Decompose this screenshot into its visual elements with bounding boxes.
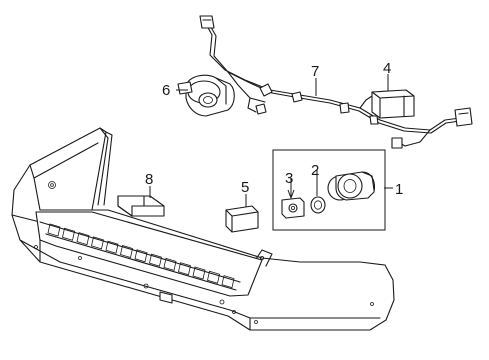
- callout-3: 3: [285, 170, 293, 187]
- step-pad-rib: [221, 275, 235, 289]
- step-pad-rib: [207, 270, 220, 284]
- step-pad: [35, 211, 263, 297]
- step-pad-rib: [120, 244, 133, 259]
- step-pad-rib: [192, 266, 206, 280]
- step-pad-rib: [134, 249, 148, 263]
- wiring-harness: [199, 15, 473, 149]
- sensor-kit-box: [272, 149, 386, 231]
- step-pad-rib: [163, 257, 177, 271]
- callout-2: 2: [311, 162, 319, 179]
- sensor-cover: [225, 205, 259, 233]
- sensor-bracket: [117, 195, 165, 217]
- step-pad-rib: [76, 232, 90, 246]
- park-assist-sensor: [327, 171, 376, 201]
- step-pad-rib: [149, 253, 162, 267]
- step-pad-rib: [47, 223, 61, 237]
- step-pad-rib: [178, 262, 191, 276]
- rear-bumper-fascia: [11, 127, 395, 331]
- sensor-ring: [310, 196, 326, 214]
- step-pad-ribs: [47, 223, 235, 289]
- callout-7: 7: [311, 63, 319, 80]
- leader-lines: [149, 74, 393, 207]
- sensor-housing: [177, 74, 235, 117]
- park-assist-module: [371, 89, 415, 119]
- callout-4: 4: [383, 60, 391, 77]
- step-pad-rib: [91, 236, 104, 250]
- callout-5: 5: [241, 179, 249, 196]
- sensor-retainer: [281, 197, 305, 219]
- callout-6: 6: [162, 82, 170, 99]
- callout-8: 8: [145, 171, 153, 188]
- step-pad-rib: [105, 240, 119, 254]
- step-pad-rib: [62, 227, 75, 241]
- callout-1: 1: [395, 181, 403, 198]
